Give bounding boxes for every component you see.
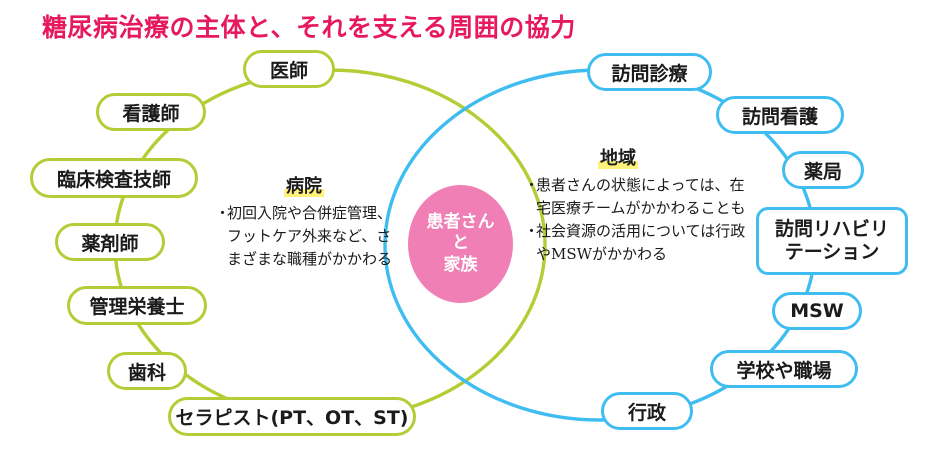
community-heading: 地域 (598, 148, 638, 169)
hospital-bullet-text: 初回入院や合併症管理、フットケア外来など、さまざまな職種がかかわる (227, 204, 393, 268)
bullet-mark: ・ (524, 176, 540, 195)
node-home-visit-rehabilitation[interactable]: 訪問リハビリ テーション (756, 207, 908, 275)
node-label: 訪問診療 (611, 62, 688, 85)
node-pharmacist[interactable]: 薬剤師 (55, 223, 165, 261)
center-line-2: と (452, 233, 469, 254)
node-label: 看護師 (122, 102, 180, 125)
node-label-line-2: テーション (784, 241, 880, 263)
node-label: 歯科 (127, 361, 166, 384)
hospital-heading: 病院 (284, 176, 324, 197)
center-node-patient-and-family[interactable]: 患者さん と 家族 (408, 185, 513, 303)
node-label: 医師 (269, 59, 308, 82)
node-registered-dietitian[interactable]: 管理栄養士 (67, 286, 207, 325)
node-visiting-nursing[interactable]: 訪問看護 (716, 96, 844, 134)
node-label: 学校や職場 (736, 359, 832, 382)
node-pharmacy[interactable]: 薬局 (782, 151, 864, 189)
node-label: 臨床検査技師 (56, 168, 171, 191)
community-bullet: ・ 患者さんの状態によっては、在宅医療チームがかかわることも (524, 174, 746, 220)
node-nurse[interactable]: 看護師 (96, 93, 206, 131)
node-msw[interactable]: MSW (772, 292, 862, 330)
node-label: セラピスト(PT、OT、ST) (175, 407, 409, 429)
node-label: 管理栄養士 (89, 296, 185, 318)
node-doctor[interactable]: 医師 (243, 50, 335, 88)
node-label-line-1: 訪問リハビリ (774, 218, 889, 241)
node-therapist[interactable]: セラピスト(PT、OT、ST) (168, 397, 416, 436)
bullet-mark: ・ (215, 204, 231, 223)
node-label: 訪問看護 (741, 105, 818, 128)
center-line-1: 患者さん (426, 212, 495, 233)
community-bullet-text-1: 患者さんの状態によっては、在宅医療チームがかかわることも (536, 176, 746, 218)
community-text-block: 地域 ・ 患者さんの状態によっては、在宅医療チームがかかわることも ・ 社会資源… (524, 145, 746, 266)
hospital-text-block: 病院 ・ 初回入院や合併症管理、フットケア外来など、さまざまな職種がかかわる (215, 173, 393, 271)
node-label: MSW (790, 300, 844, 322)
bullet-mark: ・ (524, 221, 540, 240)
node-dentistry[interactable]: 歯科 (107, 352, 187, 390)
hospital-bullet: ・ 初回入院や合併症管理、フットケア外来など、さまざまな職種がかかわる (215, 202, 393, 270)
node-label: 行政 (627, 401, 666, 424)
node-clinical-laboratory-technologist[interactable]: 臨床検査技師 (30, 158, 198, 198)
page-title: 糖尿病治療の主体と、それを支える周囲の協力 (42, 13, 576, 42)
community-bullet-text-2: 社会資源の活用については行政やMSWがかかわる (536, 221, 746, 263)
node-label: 薬局 (803, 160, 842, 183)
node-school-or-workplace[interactable]: 学校や職場 (710, 350, 858, 388)
community-bullet: ・ 社会資源の活用については行政やMSWがかかわる (524, 220, 746, 266)
center-line-3: 家族 (443, 254, 478, 275)
node-home-visit-medical-care[interactable]: 訪問診療 (587, 53, 712, 91)
node-government[interactable]: 行政 (601, 392, 693, 430)
node-label: 薬剤師 (81, 232, 139, 255)
